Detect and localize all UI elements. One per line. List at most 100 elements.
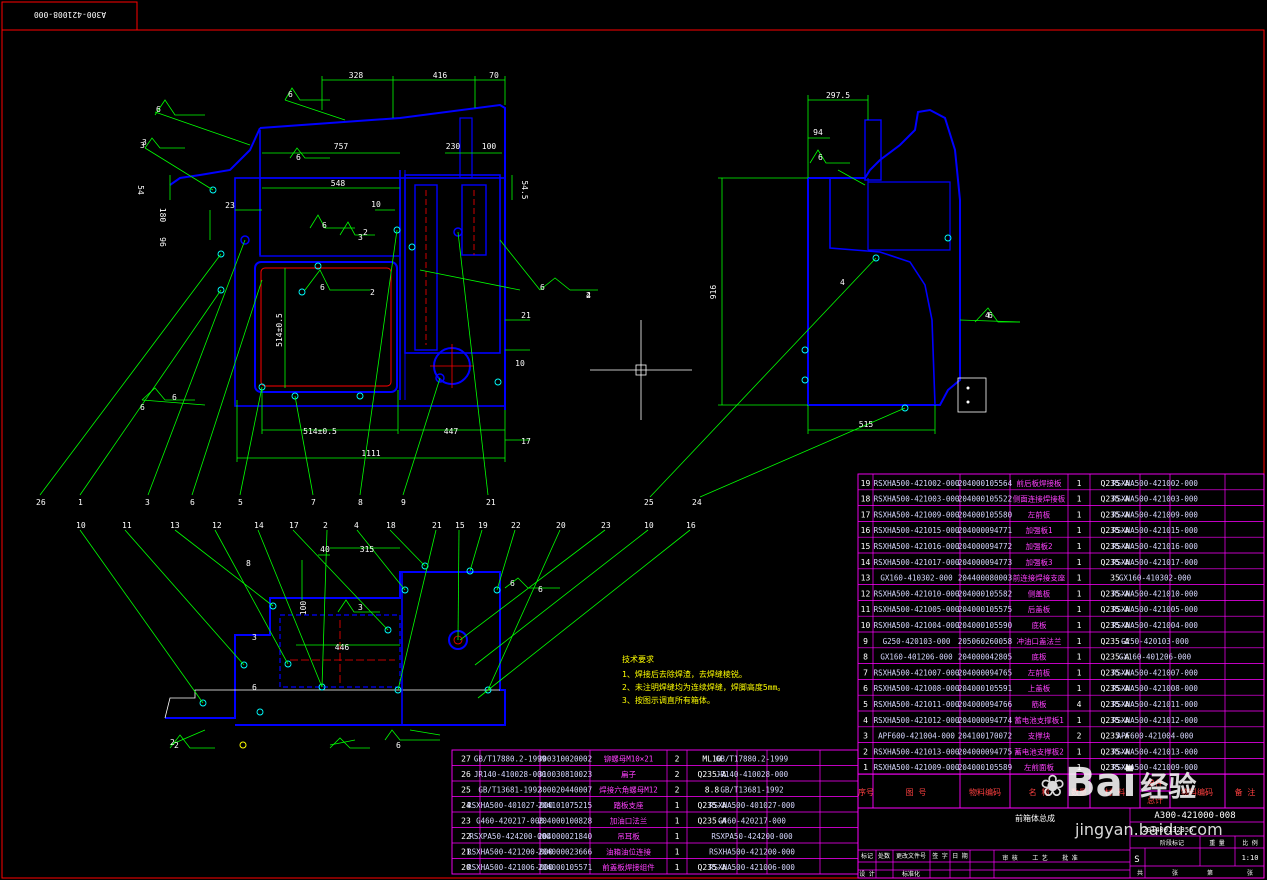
svg-text:4: 4	[840, 278, 845, 287]
bom-cell-qty: 2	[675, 755, 680, 764]
svg-text:514±0.5: 514±0.5	[303, 427, 337, 436]
bom-cell-id: 204000094772	[958, 542, 1012, 551]
side-view: 297.5 94 916 515 6 6 4 25 24	[644, 91, 1021, 507]
bom-cell-no: 22	[461, 832, 471, 841]
svg-text:2: 2	[370, 288, 375, 297]
bom-cell-id: 204000094773	[958, 558, 1012, 567]
bom-cell-no: 16	[861, 526, 871, 535]
bom-cell-mat: Q235-A	[1101, 763, 1130, 772]
bom-cell-no: 25	[461, 786, 471, 795]
bom-cell-code: GB/T17880.2-1999	[474, 755, 546, 764]
svg-text:19: 19	[478, 521, 488, 530]
svg-text:514±0.5: 514±0.5	[275, 313, 284, 347]
svg-text:7: 7	[311, 498, 316, 507]
bom-cell-no: 12	[861, 589, 871, 598]
bom-cell-ref: RSXHA500-421008-000	[1112, 684, 1198, 693]
watermark-brand: Bai	[1065, 760, 1137, 806]
svg-text:6: 6	[288, 90, 293, 99]
svg-text:1111: 1111	[361, 449, 380, 458]
side-view-back-curve	[829, 178, 936, 406]
svg-text:24: 24	[692, 498, 702, 507]
bom-cell-code: RSXHA500-421003-000	[874, 495, 960, 504]
bom-cell-name: 筋板	[1032, 699, 1048, 709]
bom-cell-qty: 2	[675, 786, 680, 795]
bom-cell-no: 4	[863, 716, 868, 725]
bom-cell-name: 踏板支座	[614, 800, 644, 810]
bom-cell-ref: RSXHA500-421005-000	[1112, 605, 1198, 614]
svg-text:100: 100	[482, 142, 497, 151]
bom-cell-ref: RSXHA500-421003-000	[1112, 495, 1198, 504]
svg-text:315: 315	[360, 545, 375, 554]
svg-text:6: 6	[140, 403, 145, 412]
frame-code-box	[1, 1, 138, 31]
bom-cell-id: 204000094775	[958, 747, 1012, 756]
bom-cell-no: 17	[861, 510, 871, 519]
svg-text:设 计: 设 计	[859, 870, 875, 878]
svg-text:3: 3	[145, 498, 150, 507]
bom-cell-code: RSXHA500-421016-000	[874, 542, 960, 551]
bom-cell-code: GX160-410302-000	[880, 574, 953, 583]
bom-cell-code: RSXHA500-421008-000	[874, 684, 960, 693]
svg-text:23: 23	[601, 521, 611, 530]
svg-text:6: 6	[252, 683, 257, 692]
bom-cell-no: 2	[863, 747, 868, 756]
svg-text:757: 757	[334, 142, 349, 151]
bom-cell-id: 204000094771	[958, 526, 1012, 535]
plan-view: 40 315 446 3 100 6 6 6 3 6 2 10 11 13 12…	[76, 141, 990, 750]
bom-cell-ref: RSXHA500-421010-000	[1112, 589, 1198, 598]
bom-cell-id: 204000042805	[958, 653, 1012, 662]
svg-text:15: 15	[455, 521, 465, 530]
bom-cell-ref: RSXHA500-421200-000	[709, 848, 795, 857]
bom-cell-name: 后盖板	[1028, 604, 1051, 614]
bom-cell-code: RSXHA500-401027-000	[467, 801, 553, 810]
svg-text:物料编码: 物料编码	[969, 787, 1001, 797]
svg-text:比 例: 比 例	[1242, 839, 1258, 847]
bom-cell-mat: 35	[1110, 574, 1120, 583]
bom-cell-code: GX160-401206-000	[880, 653, 953, 662]
svg-text:297.5: 297.5	[826, 91, 850, 100]
svg-text:21: 21	[486, 498, 496, 507]
bom-cell-ref: GB/T13681-1992	[720, 786, 783, 795]
bom-cell-no: 19	[861, 479, 871, 488]
bom-cell-mat: Q235-A	[1101, 747, 1130, 756]
bom-cell-mat: Q235-A	[698, 817, 727, 826]
svg-text:3: 3	[358, 233, 363, 242]
side-view-bracket	[957, 377, 987, 413]
bom-cell-mat: Q235-A	[1101, 542, 1130, 551]
bom-cell-mat: Q235-A	[1101, 732, 1130, 741]
svg-text:3、按图示调直所有箱体。: 3、按图示调直所有箱体。	[622, 695, 715, 705]
bom-cell-id: 204000100828	[538, 817, 593, 826]
bom-cell-qty: 1	[1077, 479, 1082, 488]
tech-notes: 技术要求 1、焊接后去除焊渣，去焊缝棱锐。 2、未注明焊缝均为连续焊缝，焊脚高度…	[622, 654, 785, 705]
svg-text:6: 6	[172, 393, 177, 402]
svg-text:100: 100	[299, 601, 308, 616]
svg-text:1:10: 1:10	[1242, 854, 1259, 862]
bom-cell-code: RSXHA500-421200-000	[467, 848, 553, 857]
bom-cell-no: 5	[863, 700, 868, 709]
bom-cell-qty: 1	[1077, 605, 1082, 614]
bom-cell-ref: GB/T17880.2-1999	[716, 755, 788, 764]
bom-cell-id: 204000094774	[958, 716, 1013, 725]
bom-cell-name: 前盖板焊接组件	[602, 862, 655, 872]
svg-text:审 核: 审 核	[1002, 854, 1018, 862]
svg-text:前箱体总成: 前箱体总成	[1015, 813, 1055, 823]
svg-text:2: 2	[586, 291, 591, 300]
bom-cell-name: 侧面连接焊接板	[1013, 494, 1066, 504]
svg-text:10: 10	[515, 359, 525, 368]
bom-cell-qty: 1	[1077, 763, 1082, 772]
svg-text:515: 515	[859, 420, 874, 429]
bom-cell-qty: 1	[1077, 558, 1082, 567]
bom-cell-id: 204000094765	[958, 668, 1012, 677]
svg-text:12: 12	[212, 521, 222, 530]
bom-cell-ref: RSXHA500-421004-000	[1112, 621, 1198, 630]
svg-text:447: 447	[444, 427, 459, 436]
svg-text:共: 共	[1137, 869, 1143, 877]
bom-cell-no: 13	[861, 574, 871, 583]
